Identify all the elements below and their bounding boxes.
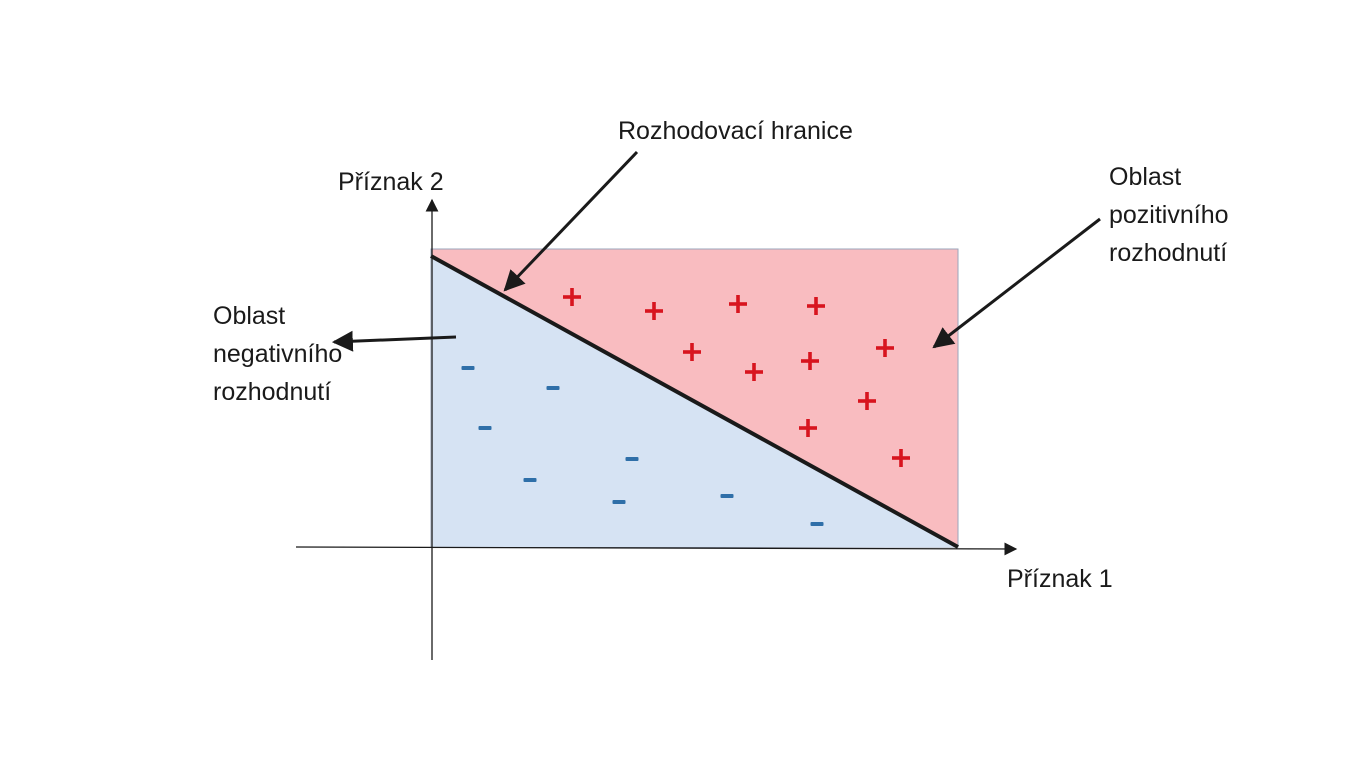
boundary-callout-arrow bbox=[503, 150, 639, 292]
negative-marker bbox=[612, 500, 626, 504]
positive-marker bbox=[892, 449, 910, 467]
negative-region-callout-arrow bbox=[331, 330, 457, 352]
x-axis-label: Příznak 1 bbox=[1007, 565, 1113, 593]
positive-marker bbox=[563, 288, 581, 306]
positive-region-label: Oblast pozitivního rozhodnutí bbox=[1109, 158, 1229, 272]
y-axis-label: Příznak 2 bbox=[338, 168, 444, 196]
positive-region-callout-arrow bbox=[932, 217, 1101, 349]
positive-marker bbox=[799, 419, 817, 437]
positive-region-label-line-1: Oblast bbox=[1109, 163, 1182, 191]
boundary-label: Rozhodovací hranice bbox=[618, 117, 853, 145]
decision-boundary-line bbox=[430, 254, 959, 549]
positive-marker bbox=[729, 295, 747, 313]
positive-marker bbox=[876, 339, 894, 357]
positive-region-label-line-3: rozhodnutí bbox=[1109, 239, 1228, 267]
negative-marker bbox=[810, 522, 824, 526]
positive-marker bbox=[801, 352, 819, 370]
positive-marker bbox=[745, 363, 763, 381]
negative-marker bbox=[478, 426, 492, 430]
negative-marker bbox=[720, 494, 734, 498]
negative-region-label-line-3: rozhodnutí bbox=[213, 378, 332, 406]
negative-marker bbox=[461, 366, 475, 370]
negative-marker bbox=[523, 478, 537, 482]
negative-region-label-line-2: negativního bbox=[213, 340, 343, 368]
positive-region-label-line-2: pozitivního bbox=[1109, 201, 1229, 229]
positive-marker bbox=[683, 343, 701, 361]
positive-marker bbox=[807, 297, 825, 315]
data-markers bbox=[461, 288, 910, 526]
x-axis bbox=[295, 542, 1018, 556]
positive-marker bbox=[858, 392, 876, 410]
negative-region-label-line-1: Oblast bbox=[213, 302, 286, 330]
negative-region-label: Oblast negativního rozhodnutí bbox=[213, 297, 342, 411]
negative-marker bbox=[625, 457, 639, 461]
positive-marker bbox=[645, 302, 663, 320]
negative-marker bbox=[546, 386, 560, 390]
